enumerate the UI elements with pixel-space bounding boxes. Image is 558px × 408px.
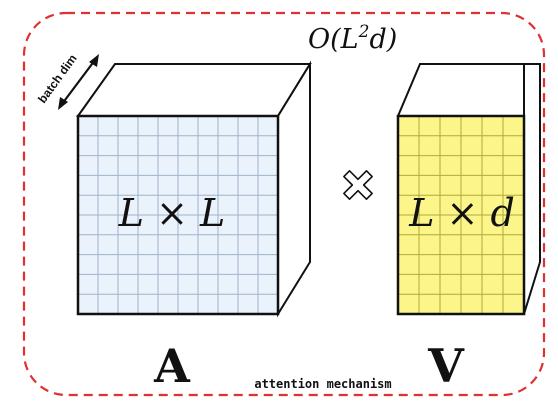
matrix-a-box: L × L bbox=[76, 60, 312, 318]
matrix-v-top-face bbox=[396, 63, 525, 117]
matrix-a-name: A bbox=[153, 339, 191, 393]
matrix-a-dims-label: L × L bbox=[118, 191, 225, 235]
matrix-v-grid bbox=[398, 116, 524, 314]
matrix-a-grid bbox=[78, 116, 278, 314]
matrix-v-dims-label: L × d bbox=[408, 191, 515, 235]
double-headed-arrow-icon bbox=[58, 54, 99, 110]
complexity-label: O(L2d) bbox=[308, 22, 397, 55]
dashed-frame bbox=[22, 11, 546, 397]
matrix-a-front-outline bbox=[76, 114, 280, 316]
matrix-v-front-outline bbox=[396, 114, 526, 316]
batch-dim-label: batch dim bbox=[35, 52, 80, 106]
matrix-v-right-face bbox=[523, 63, 541, 315]
matrix-v-name: V bbox=[427, 339, 465, 393]
multiply-outline-icon bbox=[343, 170, 373, 200]
caption: attention mechanism bbox=[254, 377, 391, 391]
matrix-a-top-face bbox=[76, 63, 312, 117]
matrix-v-box: L × d bbox=[396, 63, 541, 316]
